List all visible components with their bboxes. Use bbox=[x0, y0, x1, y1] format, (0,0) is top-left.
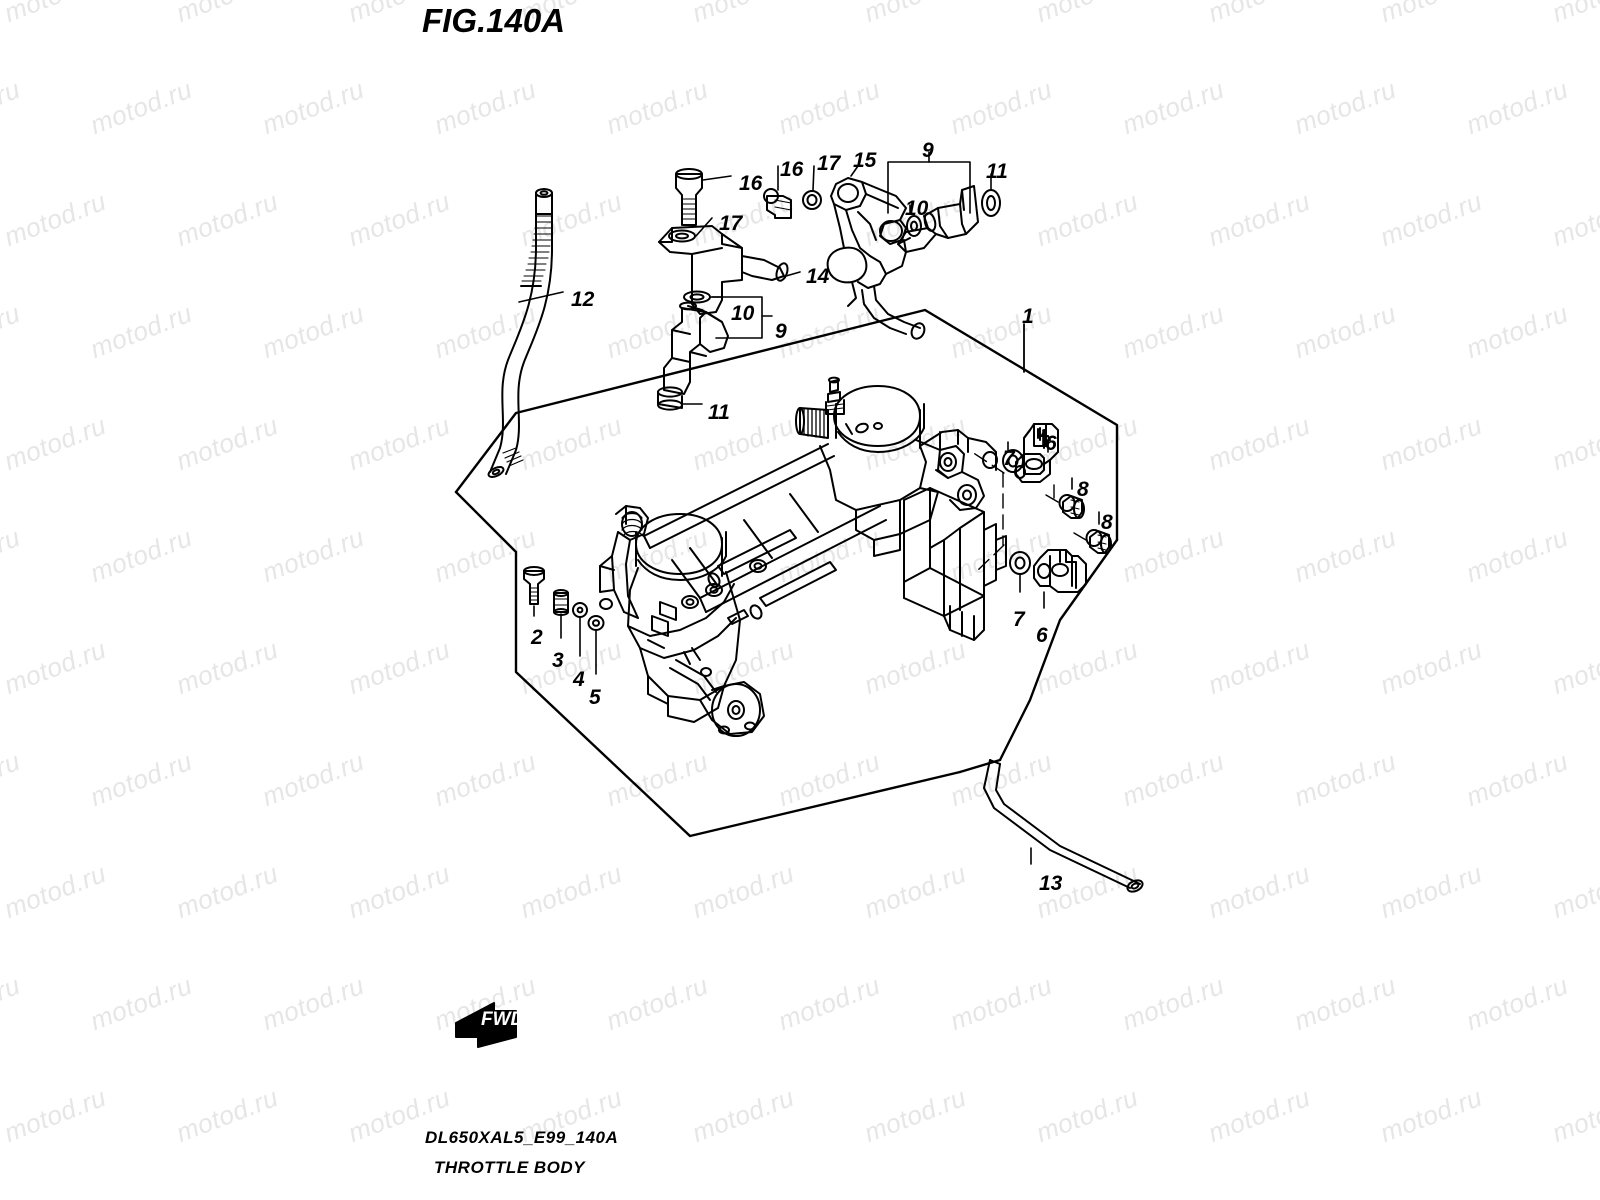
callout-number-gasket-right: 17 bbox=[817, 152, 841, 175]
part-12-breather-hose bbox=[487, 188, 564, 478]
callout-number-seal-lower: 11 bbox=[708, 401, 730, 424]
callout-number-hose-breather: 12 bbox=[571, 288, 595, 311]
callout-number-hose-vacuum: 13 bbox=[1039, 872, 1063, 895]
part-4-washer bbox=[572, 602, 588, 657]
part-17b-gasket-right bbox=[802, 165, 822, 210]
part-7b-o-ring-lower bbox=[1009, 551, 1031, 593]
callout-number-seal-upper: 11 bbox=[986, 160, 1008, 183]
fwd-arrow-marker bbox=[455, 1002, 517, 1048]
assembly-reference-lines bbox=[971, 451, 1087, 571]
callout-number-o-ring-upper: 7 bbox=[1003, 447, 1015, 470]
callout-number-fuel-joint-pipe: 14 bbox=[806, 265, 830, 288]
assembly-boundary-box bbox=[454, 308, 1119, 838]
callout-number-o-ring-lower: 7 bbox=[1013, 608, 1025, 631]
part-7a-o-ring-upper bbox=[1002, 441, 1024, 473]
part-8b-screw-lower bbox=[1085, 511, 1112, 554]
part-16a-bolt-left bbox=[675, 168, 732, 226]
part-6b-sensor-lower bbox=[1033, 549, 1087, 609]
callout-number-bolt-left: 16 bbox=[739, 172, 763, 195]
callout-number-o-ring: 5 bbox=[589, 686, 601, 709]
callout-number-gasket-left: 17 bbox=[719, 212, 743, 235]
part-17a-gasket-left bbox=[668, 217, 713, 243]
callout-number-sensor-upper: 6 bbox=[1045, 432, 1057, 455]
part-16b-bolt-right bbox=[763, 165, 792, 219]
callout-number-bolt-right: 16 bbox=[780, 158, 804, 181]
page-title: FIG.140A bbox=[422, 2, 566, 39]
callout-number-fuel-delivery-pipe: 15 bbox=[853, 149, 877, 172]
callout-number-screw-lower: 8 bbox=[1101, 511, 1113, 534]
callout-number-injector-assy-lower: 9 bbox=[775, 320, 787, 343]
callout-number-spring: 3 bbox=[552, 649, 564, 672]
part-2-adjust-screw bbox=[523, 566, 545, 617]
part-9a-injector-lower bbox=[657, 290, 773, 411]
part-15-fuel-delivery-pipe bbox=[826, 165, 926, 340]
callout-number-adjust-screw: 2 bbox=[531, 626, 543, 649]
part-8a-screw-upper bbox=[1058, 477, 1085, 519]
fwd-arrow-label: FWD bbox=[481, 1009, 525, 1030]
part-3-spring bbox=[553, 589, 569, 639]
callout-number-washer: 4 bbox=[573, 668, 585, 691]
callout-number-injector-assy-upper: 9 bbox=[922, 139, 934, 162]
callout-number-o-ring-injector-upper: 10 bbox=[905, 197, 929, 220]
caption-model-code: DL650XAL5_E99_140A bbox=[425, 1128, 619, 1147]
callout-number-o-ring-injector-lower: 10 bbox=[731, 302, 755, 325]
callout-number-screw-upper: 8 bbox=[1077, 478, 1089, 501]
callout-number-sensor-lower: 6 bbox=[1036, 624, 1048, 647]
callout-number-throttle-body-assembly: 1 bbox=[1022, 305, 1034, 328]
throttle-body-main-assembly bbox=[599, 376, 1007, 737]
part-13-vacuum-hose bbox=[983, 759, 1144, 893]
part-9b-injector-upper bbox=[887, 151, 1001, 253]
caption-assembly-name: THROTTLE BODY bbox=[434, 1158, 585, 1177]
part-5-o-ring bbox=[587, 615, 605, 675]
